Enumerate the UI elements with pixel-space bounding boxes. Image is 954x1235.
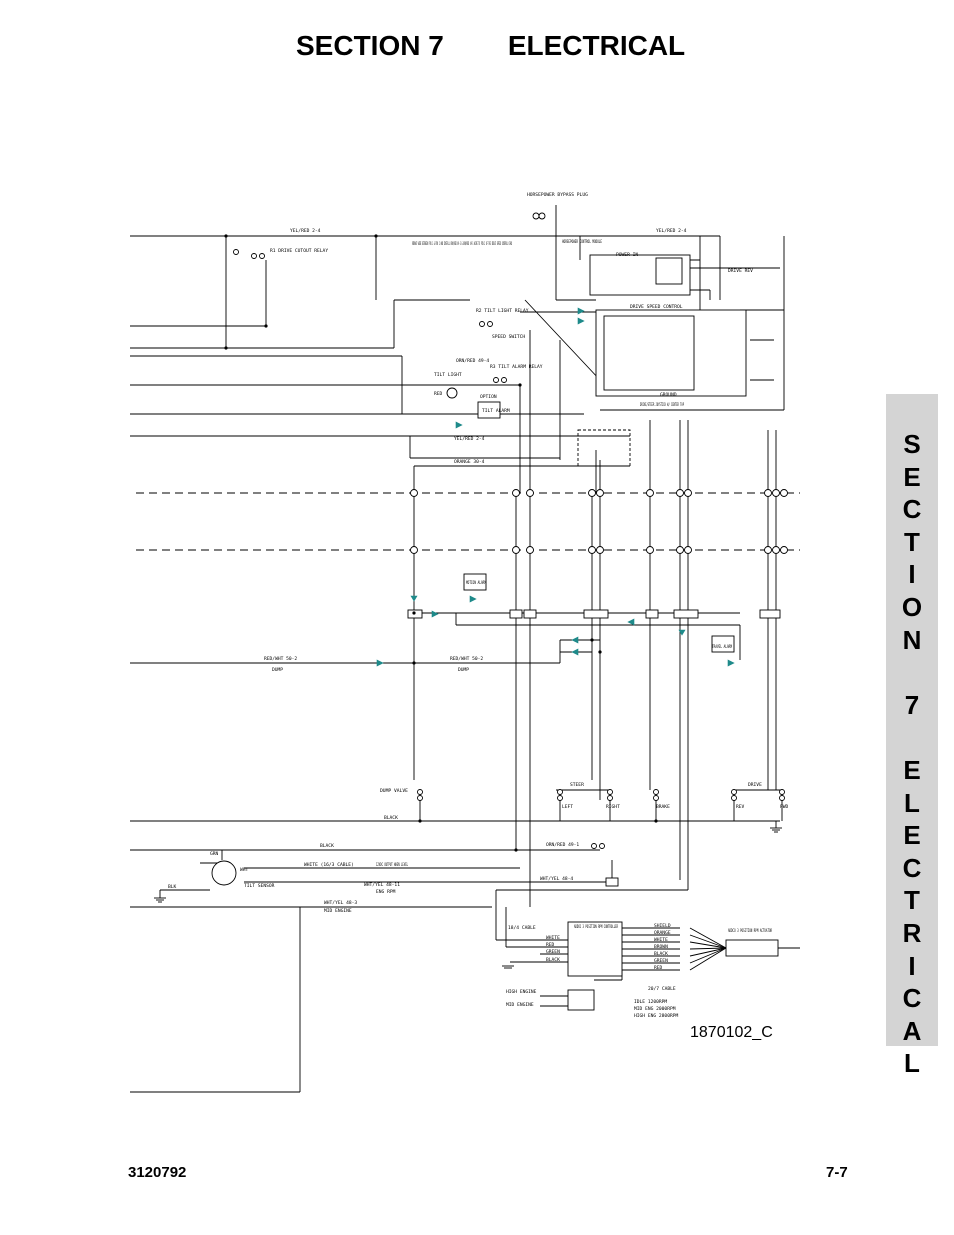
label-tilt-light-relay: R2 TILT LIGHT RELAY [476, 308, 529, 314]
label-red-wht-b: RED/WHT 50-2 [450, 656, 483, 662]
section-tab-letter: L [904, 1048, 920, 1079]
label-red-wht-a: RED/WHT 50-2 [264, 656, 297, 662]
page-number: 7-7 [826, 1164, 848, 1181]
label-hp-control-module: HORSEPOWER CONTROL MODULE [562, 239, 602, 245]
label-orn-red-494: ORN/RED 49-4 [456, 358, 489, 364]
label-joystick-note: DRIVE/STEER JOYSTICK W/ CENTER TAP [640, 402, 684, 408]
label-act-white: WHITE [654, 937, 668, 943]
label-fwd: FWD [780, 804, 789, 810]
label-rpm-mid: MID ENG 2000RPM [634, 1006, 676, 1012]
label-wht-yel-4811: WHT/YEL 48-11 [364, 882, 400, 888]
label-black-a: BLACK [384, 815, 398, 821]
label-pos-controller: ADDCO 3 POSITION RPM CONTROLLER [574, 924, 618, 930]
label-tilt-light: TILT LIGHT [434, 372, 462, 378]
label-ctrl-red: RED [546, 942, 555, 948]
label-orn-red-491: ORN/RED 49-1 [546, 842, 579, 848]
label-wht: WHT [240, 867, 249, 873]
drawing-number: 1870102_C [690, 1024, 773, 1041]
label-speed-switch: SPEED SWITCH [492, 334, 525, 340]
label-hp-bypass-plug: HORSEPOWER BYPASS PLUG [527, 192, 588, 198]
label-act-green: GREEN [654, 958, 668, 964]
section-tab-letter: L [904, 787, 920, 818]
label-rev: REV [736, 804, 745, 810]
label-remove-wire-note: REMOVE WIRE BETWEEN PIN 1 & PIN 2 AND IN… [412, 241, 512, 247]
label-tilt-alarm: TILT ALARM [482, 408, 510, 414]
label-ctrl-green: GREEN [546, 949, 560, 955]
section-tab-letter: C [902, 983, 922, 1014]
label-motion-alarm: MOTION ALARM [466, 580, 486, 586]
label-high-engine: HIGH ENGINE [506, 989, 537, 995]
label-power-in: POWER IN [616, 252, 638, 258]
label-pos-actuator: ADDCO 3 POSITION RPM ACTUATOR [728, 928, 772, 934]
label-mid-engine-low: MID ENGINE [506, 1002, 534, 1008]
label-black-b: BLACK [320, 843, 334, 849]
label-rpm-high: HIGH ENG 2800RPM [634, 1013, 678, 1019]
label-yel-red-top: YEL/RED 2-4 [290, 228, 321, 234]
section-tab-letter: E [903, 820, 921, 851]
section-tab-letter: S [903, 429, 921, 459]
label-drive-cutout-relay: R1 DRIVE CUTOUT RELAY [270, 248, 328, 254]
label-wht-yel-483: WHT/YEL 48-3 [324, 900, 357, 906]
label-act-black: BLACK [654, 951, 668, 957]
label-orange-304: ORANGE 30-4 [454, 459, 485, 465]
label-brake: BRAKE [656, 804, 670, 810]
section-tab-letter: E [903, 754, 921, 785]
section-tab-letter: O [901, 591, 923, 622]
label-act-shield: SHIELD [654, 923, 671, 929]
label-yel-red-low: YEL/RED 2-4 [454, 436, 485, 442]
label-drive-rev: DRIVE REV [728, 268, 753, 274]
label-act-orange: ORANGE [654, 930, 671, 936]
label-grn: GRN [210, 851, 219, 857]
section-header: SECTION 7 ELECTRICAL [296, 30, 685, 62]
section-title: ELECTRICAL [507, 30, 686, 61]
label-ctrl-black: BLACK [546, 957, 560, 963]
label-dump-b: DUMP [458, 667, 469, 673]
label-tilt-sensor: TILT SENSOR [244, 883, 275, 889]
label-blk-a: BLK [168, 884, 177, 890]
label-cable-184: 18/4 CABLE [508, 925, 536, 931]
section-tab-letter: I [908, 559, 916, 590]
label-wht-yel-484: WHT/YEL 48-4 [540, 876, 573, 882]
section-tab-letter: C [902, 494, 922, 525]
section-number: SECTION 7 [296, 30, 444, 61]
section-tab-letter: I [908, 950, 916, 981]
label-option-tilt: OPTION [480, 394, 497, 400]
section-tab-letter: R [902, 917, 922, 948]
section-tab-letter: 7 [904, 689, 920, 720]
section-tab-letter: A [902, 1015, 922, 1046]
label-cable-207: 20/7 CABLE [648, 986, 676, 992]
label-tilt-alarm-relay: R3 TILT ALARM RELAY [490, 364, 543, 370]
label-eng-rpm: ENG RPM [376, 889, 396, 895]
section-tab-letter: T [904, 526, 920, 557]
label-level-output: 12VDC OUTPUT WHEN LEVEL [376, 862, 408, 868]
label-left: LEFT [562, 804, 573, 810]
section-tab-letter: C [902, 852, 922, 883]
label-drive: DRIVE [748, 782, 762, 788]
section-tab-letter: N [902, 624, 922, 655]
label-travel-alarm: TRAVEL ALARM [712, 644, 732, 650]
label-dump-a: DUMP [272, 667, 283, 673]
label-steer: STEER [570, 782, 584, 788]
label-dump-valve: DUMP VALVE [380, 788, 408, 794]
label-right: RIGHT [606, 804, 620, 810]
label-act-brown: BROWN [654, 944, 668, 950]
document-number: 3120792 [128, 1164, 187, 1181]
label-drive-speed-control: DRIVE SPEED CONTROL [630, 304, 683, 310]
section-tab-letter: E [903, 461, 921, 492]
label-act-red: RED [654, 965, 663, 971]
label-yel-red-right: YEL/RED 2-4 [656, 228, 687, 234]
label-mid-engine: MID ENGINE [324, 908, 352, 914]
label-rpm-idle: IDLE 1200RPM [634, 999, 667, 1005]
label-red: RED [434, 391, 443, 397]
label-white-cable: WHITE (16/3 CABLE) [304, 862, 354, 868]
label-ctrl-white: WHITE [546, 935, 560, 941]
section-tab-letter: T [904, 885, 920, 916]
label-ground: GROUND [660, 392, 677, 398]
